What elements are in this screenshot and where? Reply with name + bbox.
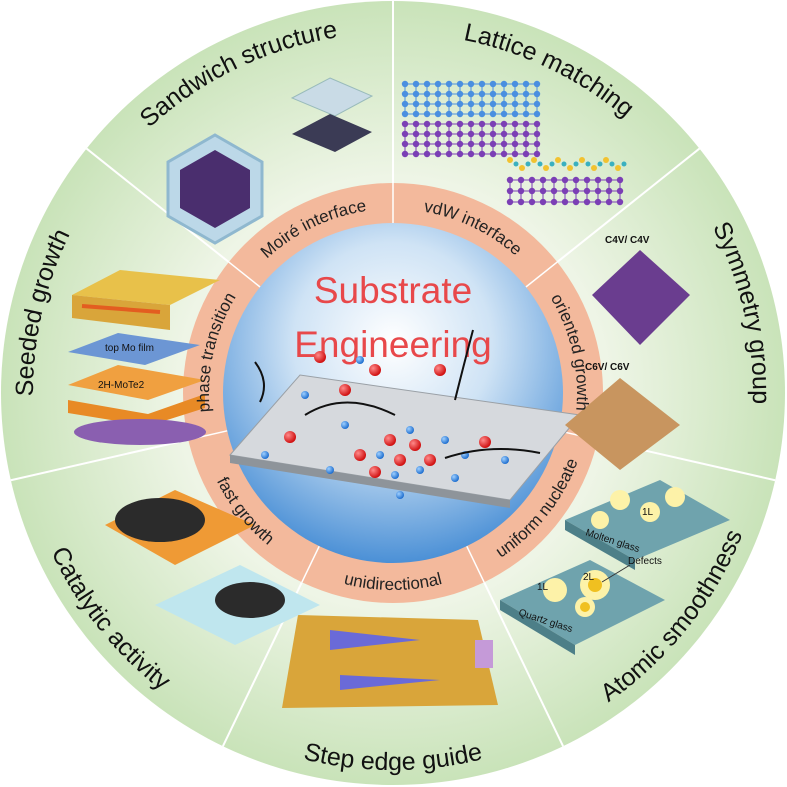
substrate-edge (230, 455, 510, 508)
blue-atom (396, 491, 404, 499)
sandwich-illustration (166, 77, 374, 245)
ring-divider (228, 261, 261, 288)
lattice-atom (609, 161, 615, 167)
title-line-1: Substrate (314, 270, 472, 311)
label-top-mo-film: top Mo film (105, 343, 154, 354)
seeded-growth-illustration: top Mo film 2H-MoTe2 (68, 270, 220, 445)
lattice-atom (585, 161, 591, 167)
lattice-atom (615, 165, 621, 171)
blue-atom (441, 436, 449, 444)
lattice-atom (543, 165, 549, 171)
red-atom (384, 434, 396, 446)
c6v-label: C6V/ C6V (585, 362, 630, 373)
lattice-matching-illustration (401, 80, 627, 206)
blue-atom (406, 426, 414, 434)
blue-atom (416, 466, 424, 474)
lattice-atom (555, 157, 561, 163)
lattice-atom (603, 157, 609, 163)
sector-divider (483, 581, 564, 747)
blue-atom (451, 474, 459, 482)
arrow-icon (304, 401, 396, 416)
label-1l-molten: 1L (642, 507, 654, 518)
ring-divider (466, 545, 485, 583)
lattice-atom (549, 161, 555, 167)
blue-atom (326, 466, 334, 474)
ring-divider (525, 261, 558, 288)
red-atom (394, 454, 406, 466)
arrow-icon (254, 361, 265, 403)
red-atom (409, 439, 421, 451)
red-atom (314, 351, 326, 363)
ring-divider (301, 545, 320, 583)
label-2l: 2L (583, 572, 595, 583)
lattice-atom (519, 165, 525, 171)
lattice-atom (579, 157, 585, 163)
c4v-label: C4V/ C4V (605, 235, 650, 246)
blue-atom (356, 356, 364, 364)
lattice-atom (567, 165, 573, 171)
step-edge-illustration (282, 615, 498, 708)
blue-atom (261, 451, 269, 459)
lattice-atom (561, 161, 567, 167)
atomic-smoothness-illustration: 1L Molten glass 2L 1L Defects Quartz gla… (500, 480, 730, 655)
blue-atom (501, 456, 509, 464)
label-2h-mote2: 2H-MoTe2 (98, 380, 145, 391)
lattice-atom (591, 165, 597, 171)
lattice-atom (621, 161, 627, 167)
title-line-2: Engineering (294, 324, 491, 365)
lattice-atom (507, 157, 513, 163)
label-defects: Defects (628, 556, 662, 567)
sector-dividers (10, 1, 776, 747)
red-atom (369, 364, 381, 376)
atoms (261, 351, 509, 499)
red-atom (424, 454, 436, 466)
blue-atom (391, 471, 399, 479)
blue-atom (341, 421, 349, 429)
blue-atom (301, 391, 309, 399)
label-1l-quartz: 1L (537, 582, 549, 593)
symmetry-illustration: C4V/ C4V C6V/ C6V (565, 235, 690, 470)
catalytic-illustration (105, 490, 320, 645)
red-atom (434, 364, 446, 376)
lattice-atom (513, 161, 519, 167)
red-atom (284, 431, 296, 443)
lattice-atom (573, 161, 579, 167)
red-atom (354, 449, 366, 461)
sector-divider (556, 147, 701, 263)
lattice-atom (531, 157, 537, 163)
red-atom (479, 436, 491, 448)
lattice-atom (525, 161, 531, 167)
blue-atom (376, 451, 384, 459)
arrow-icon (444, 448, 541, 459)
lattice-atom (537, 161, 543, 167)
red-atom (339, 384, 351, 396)
red-atom (369, 466, 381, 478)
sector-divider (10, 438, 189, 482)
sector-divider (85, 147, 230, 263)
lattice-atom (597, 161, 603, 167)
arrow-icon (454, 329, 474, 401)
